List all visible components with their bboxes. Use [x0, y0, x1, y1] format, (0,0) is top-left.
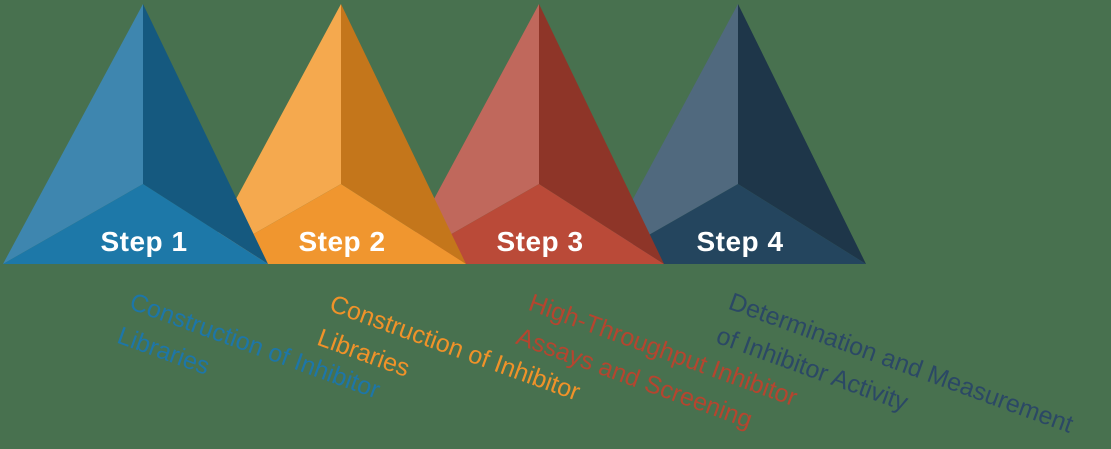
step-3-label: Step 3 [496, 226, 584, 257]
pyramid-2-front-face [201, 184, 466, 264]
step-4-label: Step 4 [696, 226, 784, 257]
step-1-label: Step 1 [100, 226, 188, 257]
pyramid-1-front-face [3, 184, 268, 264]
pyramid-1-right-face [143, 4, 268, 264]
pyramid-step-1 [3, 4, 268, 264]
pyramid-4-right-face [738, 4, 866, 264]
step-2-label: Step 2 [298, 226, 386, 257]
pyramid-4-left-face [598, 4, 738, 264]
pyramid-3-right-face [539, 4, 664, 264]
pyramid-4-front-face [598, 184, 866, 264]
pyramid-2-right-face [341, 4, 466, 264]
pyramid-1-left-face [3, 4, 143, 264]
pyramid-3-front-face [399, 184, 664, 264]
pyramid-step-4 [598, 4, 866, 264]
